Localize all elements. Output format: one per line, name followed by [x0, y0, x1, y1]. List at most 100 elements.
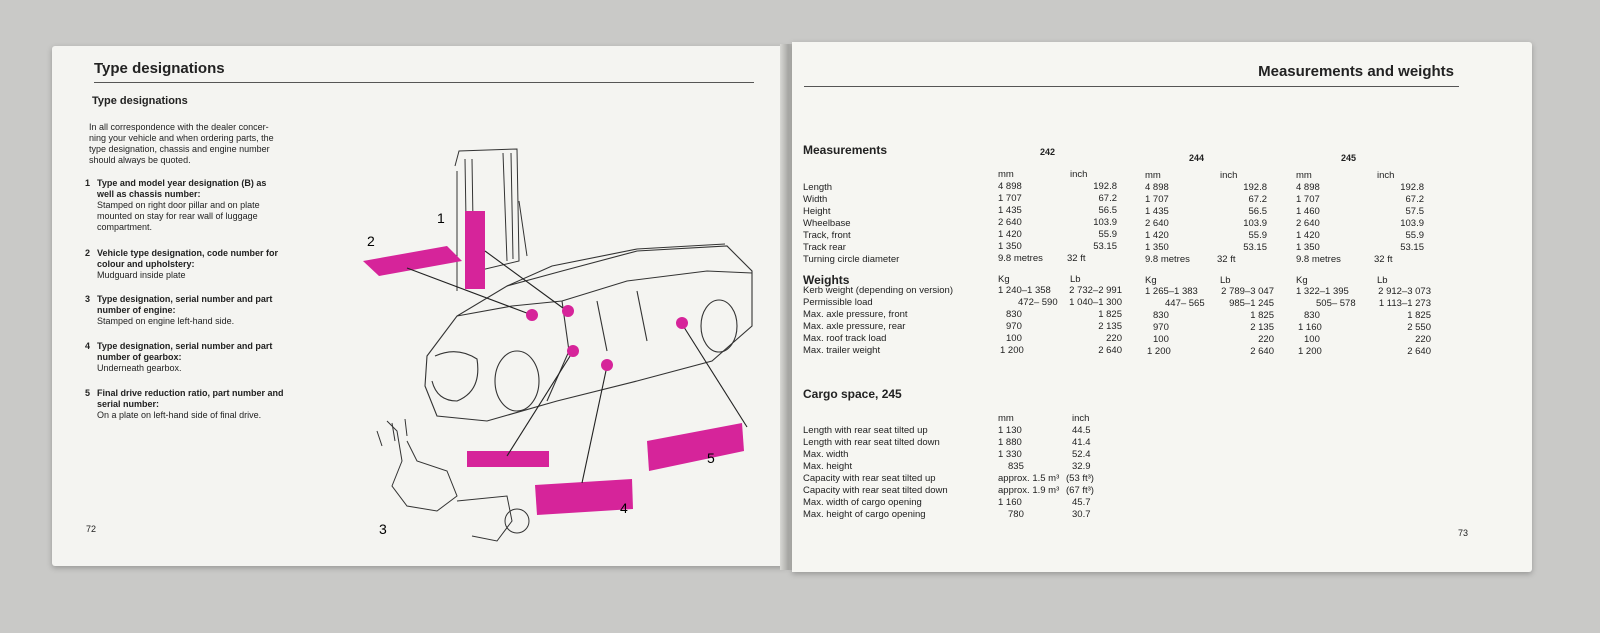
engine-drawing [376, 418, 530, 542]
unit-header: mm [1296, 170, 1312, 181]
table-cell: approx. 1.5 m³ [998, 473, 1060, 484]
table-cell: 4 898 [1145, 182, 1169, 193]
table-cell: 2 732–2 991 [1069, 285, 1122, 296]
table-cell: 2 789–3 047 [1221, 286, 1274, 297]
table-cell: 1 420 [1296, 230, 1320, 241]
row-label: Wheelbase [803, 218, 851, 229]
table-cell: (53 ft³) [1066, 473, 1094, 484]
table-cell: 1 200 [1147, 346, 1171, 357]
measurements-title: Measurements [803, 143, 888, 157]
table-cell: 1 200 [1000, 345, 1024, 356]
row-label: Max. trailer weight [803, 345, 881, 356]
gearbox-plate-marker [535, 479, 633, 515]
table-cell: 1 350 [1296, 242, 1320, 253]
table-cell: 30.7 [1072, 509, 1091, 520]
table-cell: 970 [1006, 321, 1022, 332]
item-number: 1 [85, 178, 91, 188]
row-label: Max. width [803, 449, 849, 460]
table-cell: 57.5 [1405, 206, 1425, 217]
list-item-4: 4 Type designation, serial number and pa… [85, 341, 327, 374]
w-244-kg-header: Kg [1145, 275, 1157, 287]
table-cell: 2 640 [1407, 346, 1431, 357]
item-text: Stamped on right door pillar and on plat… [97, 200, 260, 210]
table-cell: 2 640 [1296, 218, 1320, 229]
w-244-kg: 1 265–1 383 447– 565 830 970 100 1 200 [1145, 286, 1205, 358]
table-cell: 1 040–1 300 [1069, 297, 1122, 308]
table-cell: 67.2 [1098, 193, 1118, 204]
model-244-heading: 244 [1189, 153, 1205, 163]
row-label: Height [803, 206, 831, 217]
table-cell: 192.8 [1093, 181, 1117, 192]
item-number: 3 [85, 294, 91, 304]
w-242-kg: 1 240–1 358 472– 590 830 970 100 1 200 [998, 285, 1058, 357]
table-cell: 1 113–1 273 [1378, 298, 1431, 309]
table-cell: 505– 578 [1316, 298, 1356, 309]
engine-plate-marker [467, 451, 549, 467]
final-drive-plate-marker [647, 423, 744, 471]
list-item-1: 1 Type and model year designation (B) as… [85, 178, 327, 233]
row-label: Length with rear seat tilted up [803, 425, 928, 436]
unit-header: inch [1072, 413, 1090, 424]
item-title: serial number: [97, 399, 160, 409]
item-title: Type and model year designation (B) as [97, 178, 267, 188]
row-label: Capacity with rear seat tilted down [803, 485, 948, 496]
table-cell: 830 [1006, 309, 1022, 320]
table-cell: (67 ft³) [1066, 485, 1094, 496]
col-245-inch: 192.8 67.2 57.5 103.9 55.9 53.15 32 ft [1374, 182, 1424, 266]
intro-line: In all correspondence with the dealer co… [89, 122, 269, 132]
page-number-left: 72 [86, 524, 97, 534]
table-cell: 2 640 [998, 217, 1022, 228]
row-label: Max. width of cargo opening [803, 497, 922, 508]
table-cell: 2 135 [1250, 322, 1274, 333]
unit-header: inch [1070, 169, 1088, 180]
row-label: Width [803, 194, 828, 205]
table-cell: 2 550 [1407, 322, 1431, 333]
table-cell: 67.2 [1405, 194, 1425, 205]
table-cell: 55.9 [1248, 230, 1268, 241]
table-cell: 1 707 [1145, 194, 1169, 205]
figure-label-5: 5 [707, 450, 715, 466]
table-cell: 2 640 [1098, 345, 1122, 356]
item-title: Type designation, serial number and part [97, 341, 273, 351]
row-label: Turning circle diameter [803, 254, 900, 265]
row-label: Max. axle pressure, rear [803, 321, 906, 332]
item-text: On a plate on left-hand side of final dr… [97, 410, 262, 420]
item-number: 2 [85, 248, 91, 258]
table-cell: 103.9 [1093, 217, 1117, 228]
item-title: number of engine: [97, 305, 176, 315]
table-cell: 1 130 [998, 425, 1022, 436]
table-cell: 985–1 245 [1229, 298, 1274, 309]
col-245-inch-header: inch [1377, 170, 1394, 182]
w-245-lb: 2 912–3 073 1 113–1 273 1 825 2 550 220 … [1369, 286, 1431, 358]
table-cell: 100 [1304, 334, 1320, 345]
right-header-rule [804, 86, 1459, 87]
cargo-title: Cargo space, 245 [803, 387, 902, 401]
table-cell: 32 ft [1067, 253, 1086, 264]
weights-title: Weights [803, 273, 850, 287]
table-cell: 100 [1006, 333, 1022, 344]
table-cell: 67.2 [1248, 194, 1268, 205]
intro-line: should always be quoted. [89, 155, 191, 165]
table-cell: 1 160 [1298, 322, 1322, 333]
page-number-right: 73 [1458, 528, 1469, 538]
w-245-kg-header: Kg [1296, 275, 1308, 287]
table-cell: 1 420 [1145, 230, 1169, 241]
cargo-mm: mm 1 130 1 880 1 330 835 approx. 1.5 m³ … [998, 413, 1059, 521]
figure-label-1: 1 [437, 210, 445, 226]
table-cell: 4 898 [998, 181, 1022, 192]
table-cell: 53.15 [1400, 242, 1424, 253]
table-cell: 2 640 [1145, 218, 1169, 229]
left-page: Type designations Type designations In a… [52, 46, 787, 566]
table-cell: 1 420 [998, 229, 1022, 240]
model-242-heading: 242 [1040, 147, 1056, 157]
model-245-heading: 245 [1341, 153, 1357, 163]
item-title: Final drive reduction ratio, part number… [97, 388, 284, 398]
right-page: Measurements and weights Measurements 24… [792, 42, 1532, 572]
w-242-lb-header: Lb [1070, 274, 1081, 286]
unit-header: mm [998, 413, 1014, 424]
col-244-inch: 192.8 67.2 56.5 103.9 55.9 53.15 32 ft [1217, 182, 1267, 266]
vehicle-identification-illustration: 1 2 3 4 5 [363, 148, 753, 542]
table-cell: 103.9 [1243, 218, 1267, 229]
table-cell: 9.8 metres [1296, 254, 1341, 265]
table-cell: 830 [1304, 310, 1320, 321]
